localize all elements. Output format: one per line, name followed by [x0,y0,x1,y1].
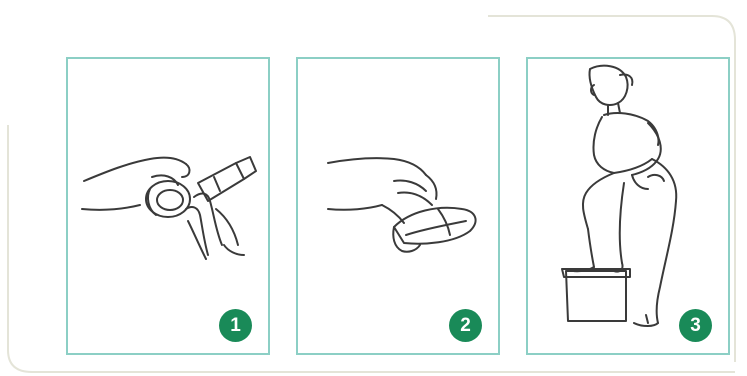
step-panel-3: 3 [526,57,730,355]
step-number-badge: 2 [449,309,482,342]
step-number-badge: 3 [679,309,712,342]
step-panel-1: 1 [66,57,270,355]
step-number-badge: 1 [219,309,252,342]
step-panel-2: 2 [296,57,500,355]
